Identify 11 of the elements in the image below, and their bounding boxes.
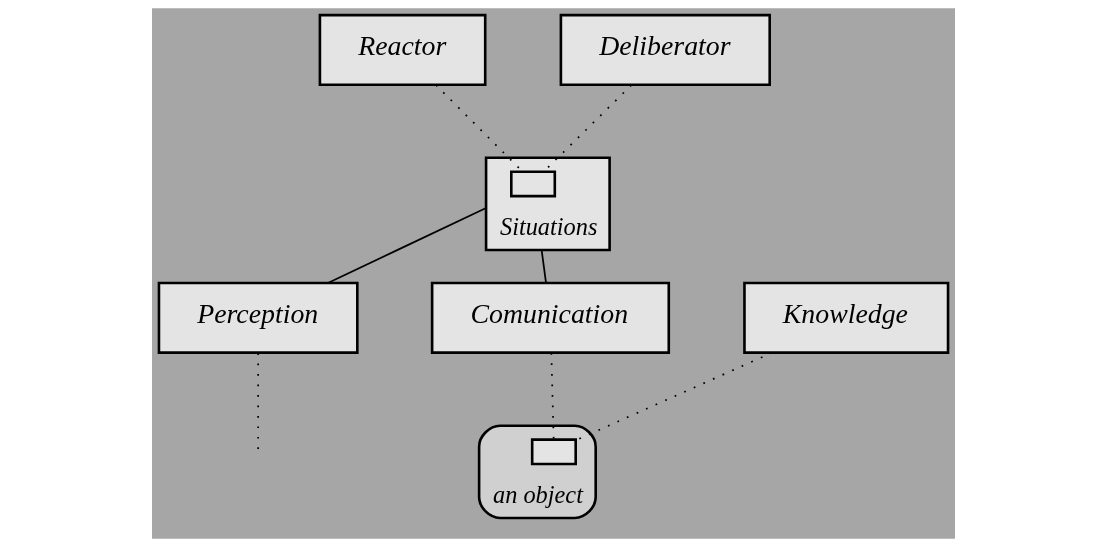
- node-box: Comunication: [430, 281, 670, 354]
- cluster: an object: [477, 424, 597, 520]
- node-box: [509, 170, 556, 198]
- node-box: Deliberator: [559, 13, 771, 86]
- connector: [326, 207, 487, 284]
- node-box: Knowledge: [742, 281, 949, 354]
- connector: [540, 249, 547, 284]
- node-box: [530, 438, 577, 466]
- cluster: Situations: [484, 156, 611, 252]
- node-box: Reactor: [318, 13, 486, 86]
- node-box: Perception: [157, 281, 359, 354]
